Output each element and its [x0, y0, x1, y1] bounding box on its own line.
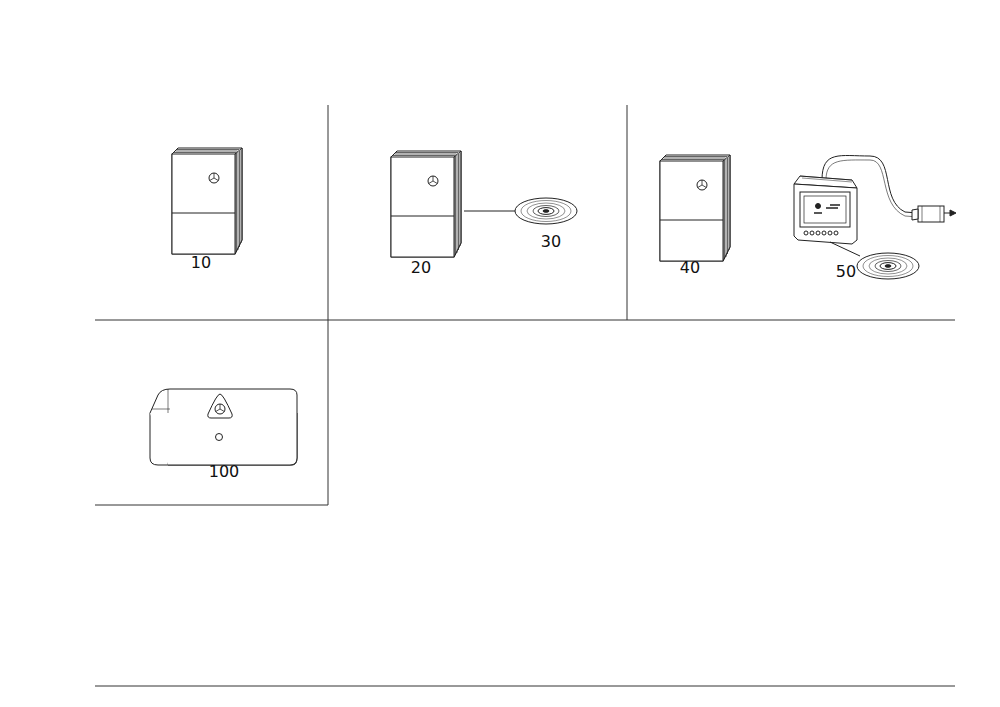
- callout-number: 10: [191, 254, 211, 272]
- callout-number: 50: [836, 263, 856, 281]
- callout-number: 100: [209, 463, 240, 481]
- callout-number: 40: [680, 259, 700, 277]
- manual-book: [660, 155, 730, 261]
- callout-number: 30: [541, 233, 561, 251]
- cd-disc: [857, 253, 919, 279]
- display-device: [794, 156, 956, 256]
- manual-book: [391, 151, 461, 257]
- callout-number: 20: [411, 259, 431, 277]
- manual-book: [172, 148, 242, 254]
- panel-grid: [95, 105, 955, 686]
- leader-line: [464, 211, 515, 212]
- cd-disc: [515, 198, 577, 224]
- document-wallet: [150, 389, 297, 465]
